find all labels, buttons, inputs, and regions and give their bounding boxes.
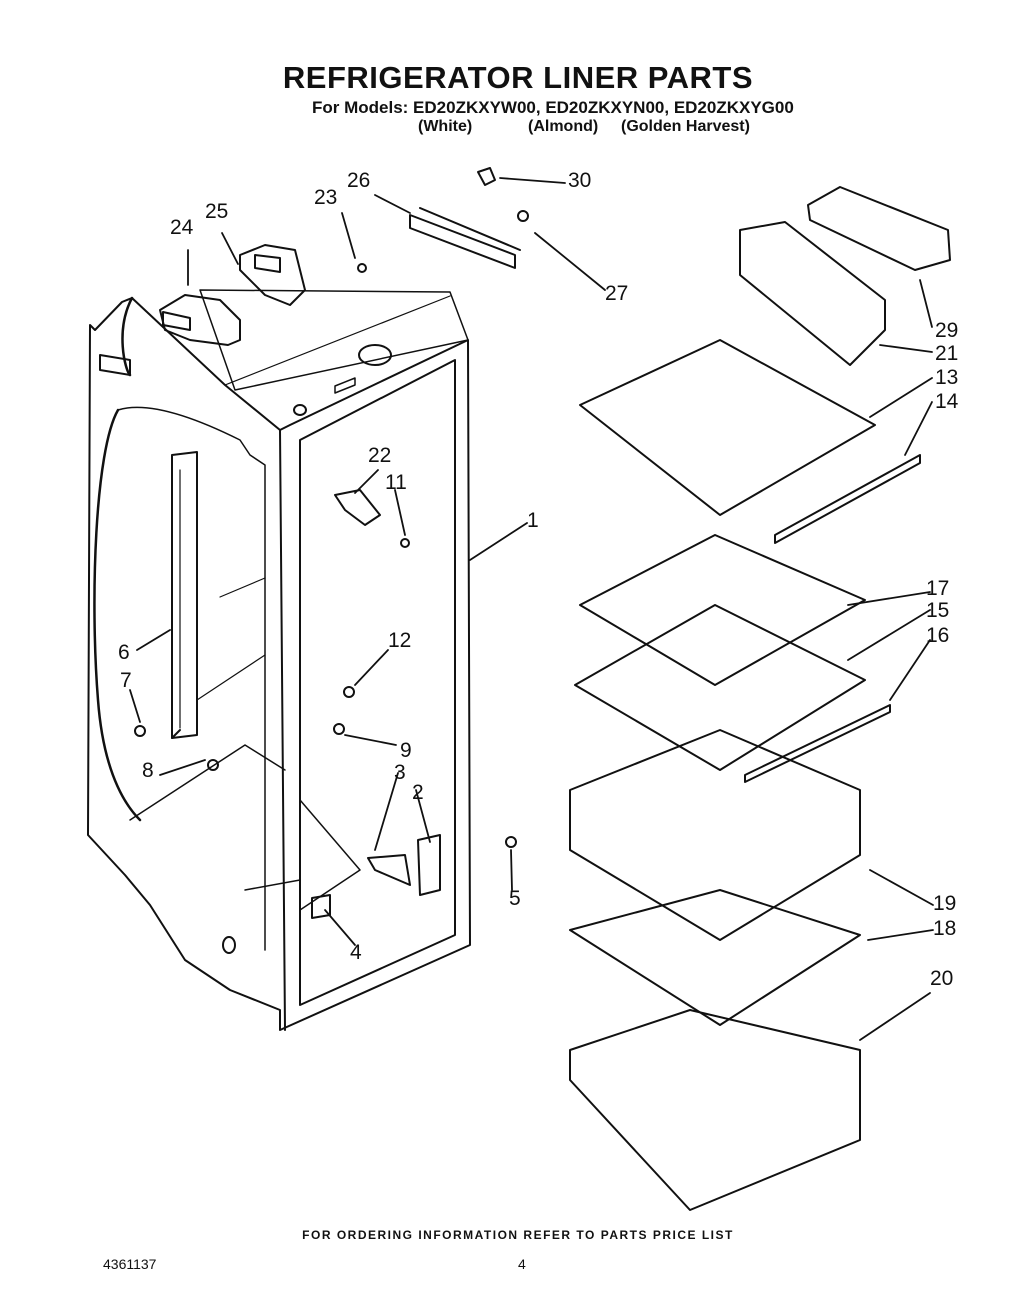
callout-21: 21 [935, 342, 959, 365]
refrigerator-liner-drawing [87, 289, 471, 1031]
callout-26: 26 [347, 169, 371, 192]
callout-8: 8 [142, 759, 154, 782]
callout-2: 2 [412, 781, 424, 804]
top-bracket-drawing [409, 207, 521, 269]
callout-19: 19 [933, 892, 957, 915]
shelves-and-drawers-drawing [569, 186, 951, 1211]
ordering-note: FOR ORDERING INFORMATION REFER TO PARTS … [302, 1228, 734, 1242]
models-line: For Models: ED20ZKXYW00, ED20ZKXYN00, ED… [312, 98, 794, 117]
callout-22: 22 [368, 444, 392, 467]
control-housing-drawing [159, 244, 306, 346]
page-title: REFRIGERATOR LINER PARTS [282, 60, 754, 95]
callout-5: 5 [509, 887, 521, 910]
callout-14: 14 [935, 390, 959, 413]
document-number: 4361137 [103, 1256, 157, 1272]
callout-16: 16 [926, 624, 950, 647]
page-number: 4 [518, 1256, 526, 1272]
callout-27: 27 [605, 282, 629, 305]
callout-12: 12 [388, 629, 412, 652]
callout-7: 7 [120, 669, 132, 692]
callout-6: 6 [118, 641, 130, 664]
callout-24: 24 [170, 216, 194, 239]
callout-20: 20 [930, 967, 954, 990]
callout-15: 15 [926, 599, 950, 622]
callout-30: 30 [568, 169, 592, 192]
callout-25: 25 [205, 200, 229, 223]
callout-9: 9 [400, 739, 412, 762]
callout-11: 11 [385, 471, 407, 494]
fasteners-drawing [134, 167, 529, 919]
color-white: (White) [418, 118, 473, 135]
callout-17: 17 [926, 577, 950, 600]
callout-4: 4 [350, 941, 362, 964]
callout-leader-lines [129, 177, 934, 1041]
callout-13: 13 [935, 366, 959, 389]
callout-23: 23 [314, 186, 338, 209]
callout-18: 18 [933, 917, 957, 940]
callout-3: 3 [394, 761, 406, 784]
shelf-rail-drawing [171, 451, 266, 739]
color-almond: (Almond) [528, 118, 599, 135]
callout-1: 1 [527, 509, 539, 532]
color-golden-harvest: (Golden Harvest) [621, 118, 750, 135]
callout-29: 29 [935, 319, 959, 342]
